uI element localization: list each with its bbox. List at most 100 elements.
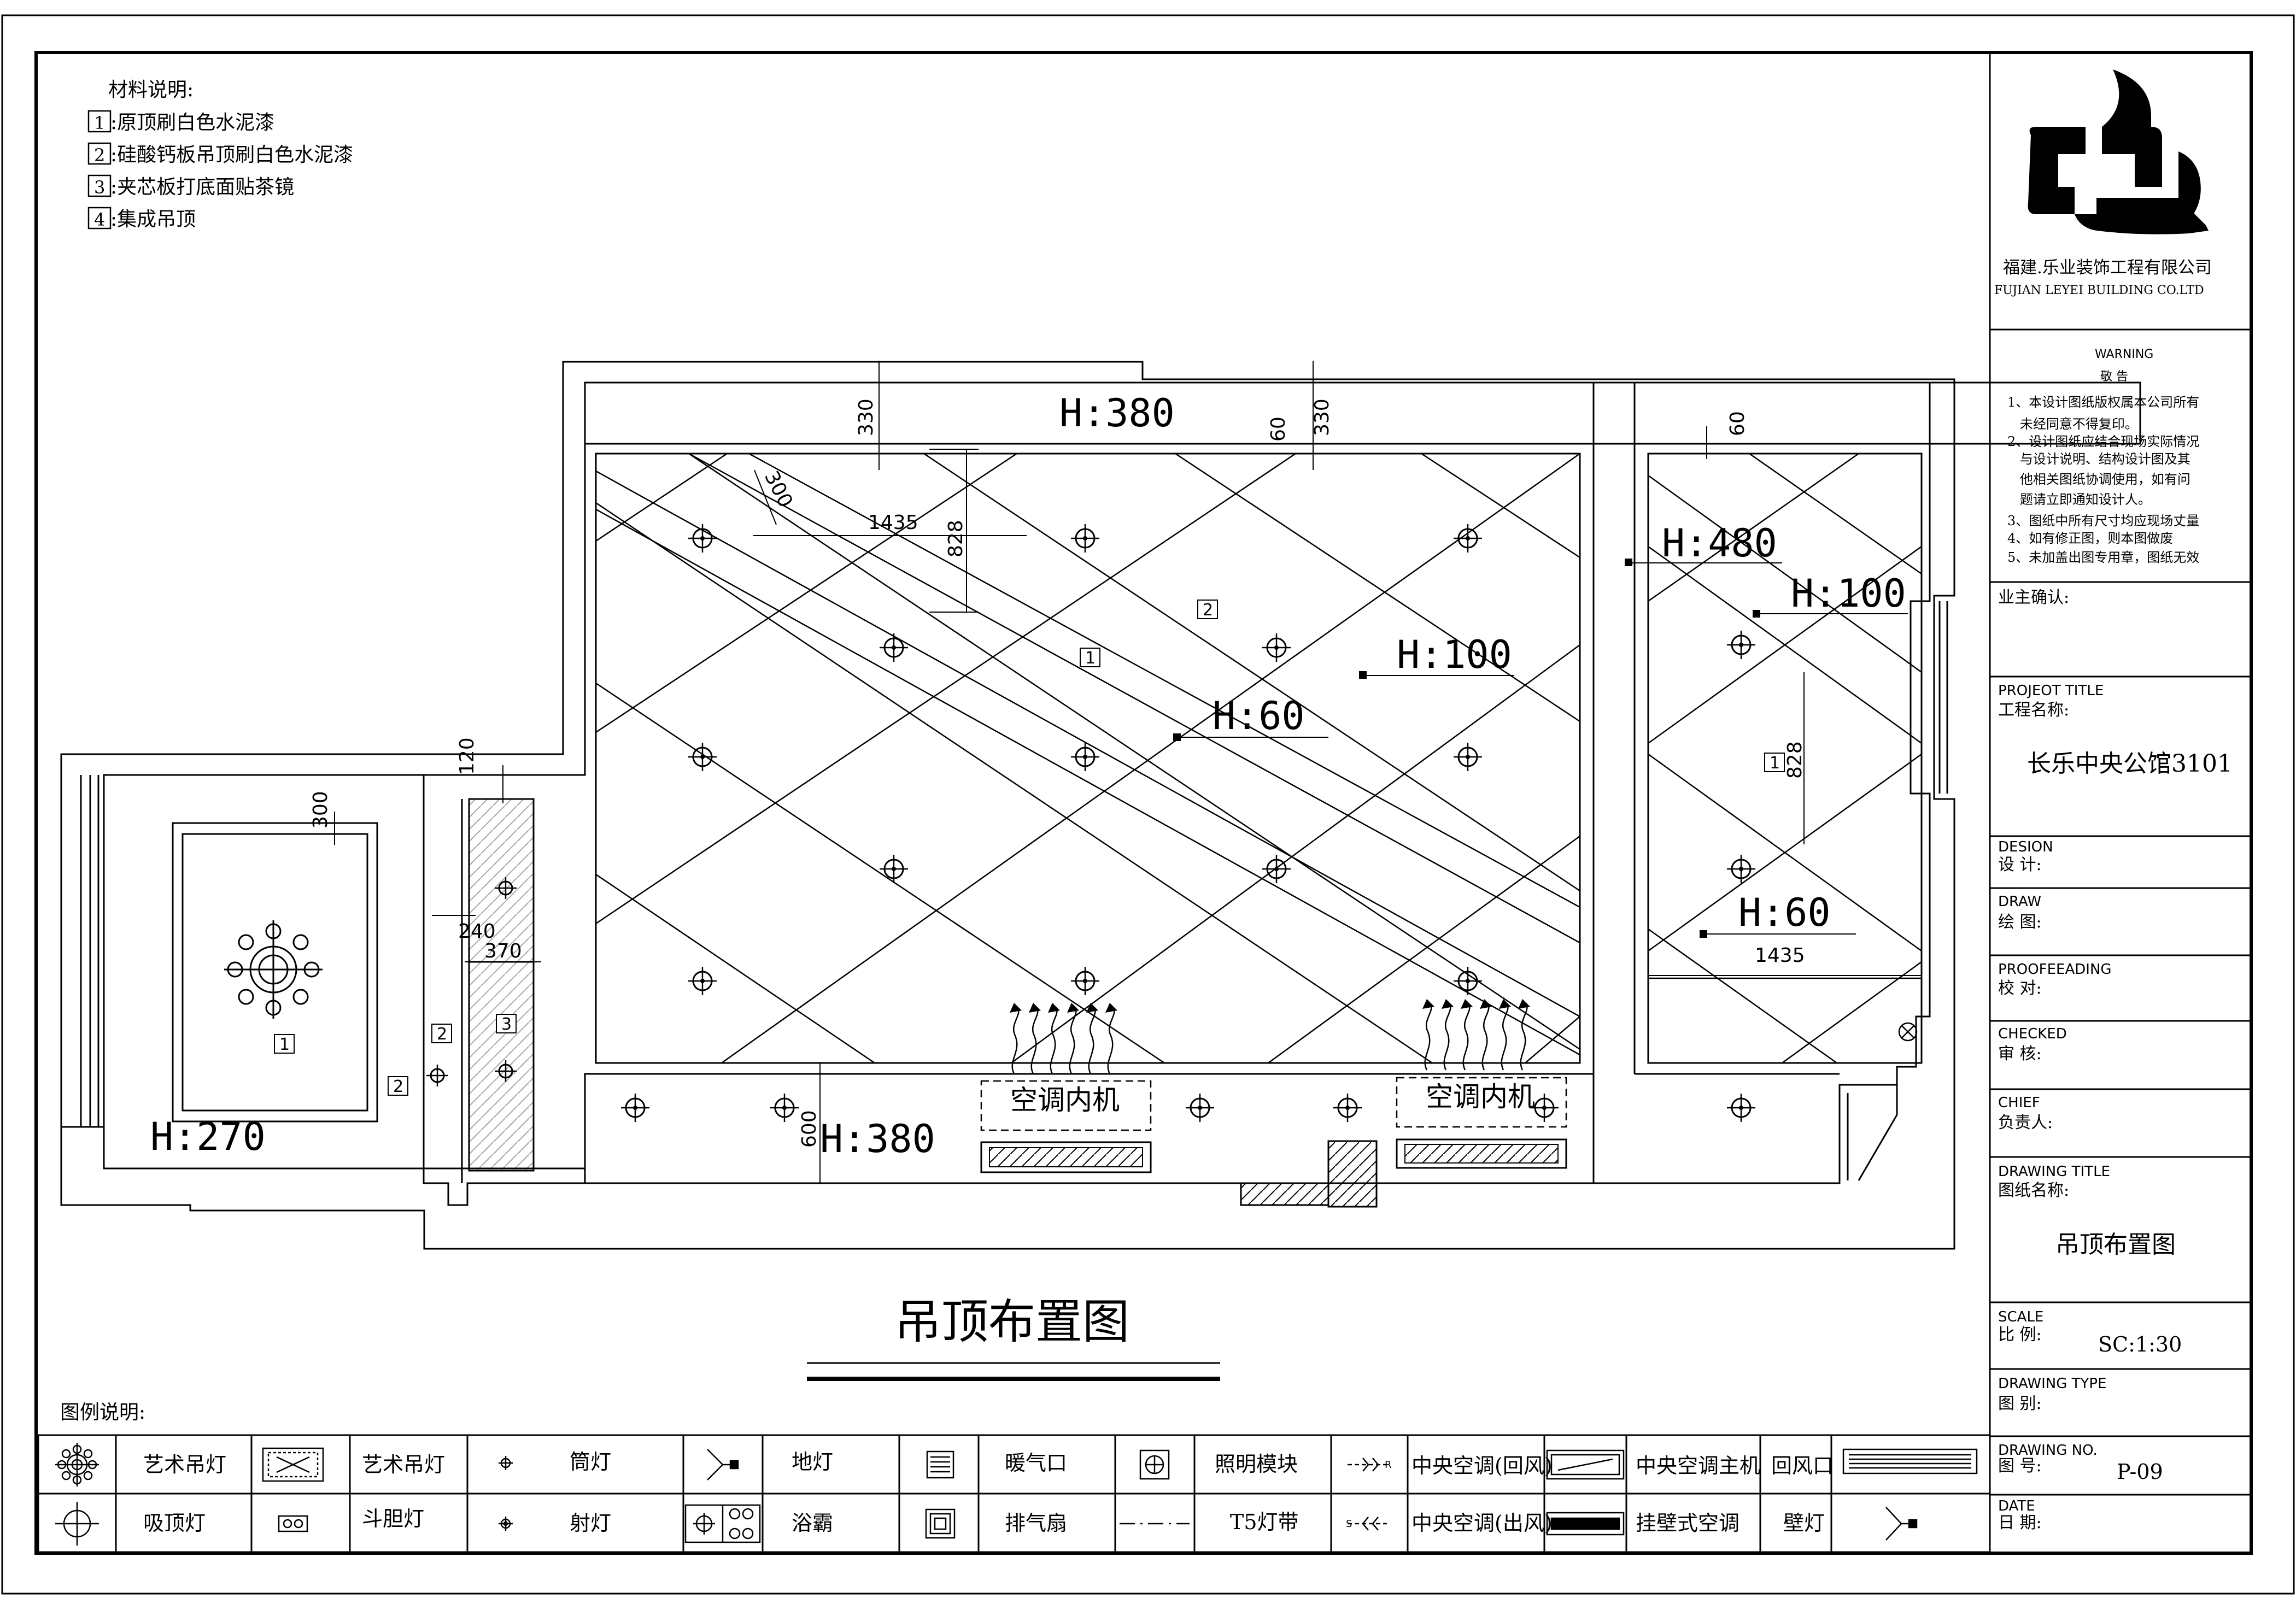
hatched-areas: [469, 799, 1378, 1208]
main-ceiling-panel: [595, 453, 1581, 1064]
material-note-num: 4: [94, 209, 105, 230]
legend-label: 射灯: [570, 1511, 611, 1535]
tag-3-strip: 3: [496, 1014, 517, 1034]
warning-line: 2、设计图纸应结合现场实际情况: [2007, 434, 2199, 449]
return-mark: R: [1385, 1459, 1392, 1471]
date-cn: 日 期:: [1998, 1513, 2042, 1532]
dim-120: 120: [456, 737, 478, 775]
material-note-num: 2: [94, 145, 105, 166]
art-chandelier-plan: [224, 920, 323, 1019]
lighting-module-icon: [1139, 1449, 1170, 1480]
legend-label: 中央空调(出风): [1411, 1511, 1553, 1535]
company-name-cn: 福建.乐业装饰工程有限公司: [2003, 258, 2212, 278]
svg-text:2: 2: [393, 1077, 403, 1096]
wall-ac-icon: [1546, 1512, 1625, 1536]
central-ac-supply-icon: [1348, 1517, 1387, 1531]
bath-heater-icon: [684, 1504, 761, 1543]
scale-en: SCALE: [1998, 1309, 2043, 1325]
drawing-title: 吊顶布置图: [807, 1295, 1220, 1381]
central-ac-return-icon: [1348, 1458, 1387, 1472]
svg-text:3: 3: [501, 1015, 512, 1034]
legend-label: 艺术吊灯: [143, 1453, 226, 1477]
tag-1-main: 1: [1080, 648, 1100, 668]
tag-2-left: 2: [388, 1076, 408, 1096]
legend-label: 照明模块: [1215, 1452, 1298, 1476]
title-block-fields: 业主确认: PROJEOT TITLE 工程名称: 长乐中央公馆3101 DES…: [1998, 588, 2233, 1532]
warning-line: 3、图纸中所有尺寸均应现场丈量: [2007, 513, 2199, 528]
drawing-name: 吊顶布置图: [2055, 1231, 2176, 1259]
dimension-labels: 330 330 60 60 300 300 1435 1435 828 828 …: [309, 398, 1806, 1148]
svg-text:H:100: H:100: [1791, 571, 1906, 616]
height-bottom-band: H:380: [820, 1117, 935, 1161]
drawing-type-en: DRAWING TYPE: [1998, 1376, 2107, 1392]
legend-label: T5灯带: [1230, 1510, 1299, 1534]
project-title-cn: 工程名称:: [1998, 701, 2069, 720]
warning-line: 与设计说明、结构设计图及其: [2007, 451, 2190, 467]
material-note-num: 3: [94, 177, 105, 198]
legend-label: 吸顶灯: [143, 1511, 206, 1535]
ceiling-plan: [60, 361, 2141, 1250]
ac-unit-right-label: 空调内机: [1426, 1081, 1535, 1113]
exhaust-symbol: [1898, 1022, 1918, 1042]
height-main-beam: H:100: [1359, 632, 1514, 679]
material-notes: 材料说明: 1 :原顶刷白色水泥漆 2 :硅酸钙板吊顶刷白色水泥漆 3 :夹芯板…: [87, 79, 353, 231]
tag-2-strip: 2: [431, 1024, 452, 1044]
material-note-2: 2 :硅酸钙板吊顶刷白色水泥漆: [87, 142, 353, 166]
outer-wall: [60, 361, 1955, 1250]
height-left-room: H:270: [150, 1114, 266, 1159]
legend-label: 筒灯: [570, 1450, 611, 1474]
legend-label: 艺术吊灯: [362, 1453, 445, 1477]
drawing-no-value: P-09: [2117, 1460, 2163, 1484]
dim-60: 60: [1267, 416, 1290, 442]
design-en: DESION: [1998, 839, 2053, 855]
checked-en: CHECKED: [1998, 1026, 2067, 1042]
chief-en: CHIEF: [1998, 1095, 2040, 1111]
height-labels: H:380 H:380 H:270 H:100 H:60 H:480 H:100…: [150, 391, 1908, 1161]
owner-confirm: 业主确认:: [1998, 588, 2069, 607]
company-name-en: FUJIAN LEYEI BUILDING CO.LTD: [1994, 284, 2204, 297]
svg-text:H:60: H:60: [1738, 890, 1831, 935]
svg-text:H:480: H:480: [1662, 521, 1777, 566]
heater-vent-icon: [926, 1450, 954, 1479]
left-room: [103, 774, 425, 1170]
height-right-panel: H:60: [1700, 890, 1856, 938]
legend-icons-row2: [55, 1502, 1918, 1546]
dim-828: 828: [945, 520, 967, 557]
dim-330: 330: [1311, 398, 1333, 436]
svg-text:1: 1: [1770, 754, 1780, 773]
warning-line: 题请立即通知设计人。: [2007, 492, 2151, 507]
svg-text:1: 1: [279, 1035, 290, 1054]
material-note-text: :硅酸钙板吊顶刷白色水泥漆: [110, 144, 353, 166]
proof-cn: 校 对:: [1998, 979, 2042, 998]
legend-label: 地灯: [792, 1450, 833, 1474]
legend-icons: [55, 1443, 1978, 1487]
height-right-beam: H:100: [1753, 571, 1908, 618]
warning-line: 未经同意不得复印。: [2007, 416, 2138, 432]
right-ceiling-panel: [1647, 453, 1923, 1064]
grille-lamp-icon: [278, 1515, 308, 1532]
warning-en: WARNING: [2095, 348, 2153, 361]
ac-unit-right: 空调内机: [1396, 1077, 1567, 1169]
legend-label: 中央空调主机: [1636, 1454, 1760, 1478]
ceiling-lamp-icon: [55, 1502, 99, 1546]
dim-1435: 1435: [1755, 944, 1805, 967]
material-note-num: 1: [94, 113, 105, 133]
height-top-band: H:380: [1059, 391, 1175, 436]
legend-label: 浴霸: [792, 1511, 833, 1535]
downlight-icon: [499, 1456, 513, 1470]
dim-60: 60: [1726, 411, 1749, 436]
legend-label: 挂壁式空调: [1636, 1511, 1739, 1535]
legend-symbol-marks: R S: [1346, 1459, 1392, 1530]
supply-mark: S: [1346, 1518, 1352, 1530]
legend-label: 暖气口: [1005, 1451, 1067, 1475]
outer-frame: [1, 14, 2295, 1595]
scale-value: SC:1:30: [2098, 1332, 2182, 1356]
material-note-3: 3 :夹芯板打底面贴茶镜: [87, 174, 294, 198]
height-right-outer: H:480: [1625, 521, 1782, 566]
checked-cn: 审 核:: [1998, 1044, 2042, 1064]
material-note-1: 1 :原顶刷白色水泥漆: [87, 110, 274, 134]
legend-label: 中央空调(回风): [1411, 1454, 1553, 1478]
design-cn: 设 计:: [1998, 855, 2042, 874]
chief-cn: 负责人:: [1998, 1113, 2053, 1132]
